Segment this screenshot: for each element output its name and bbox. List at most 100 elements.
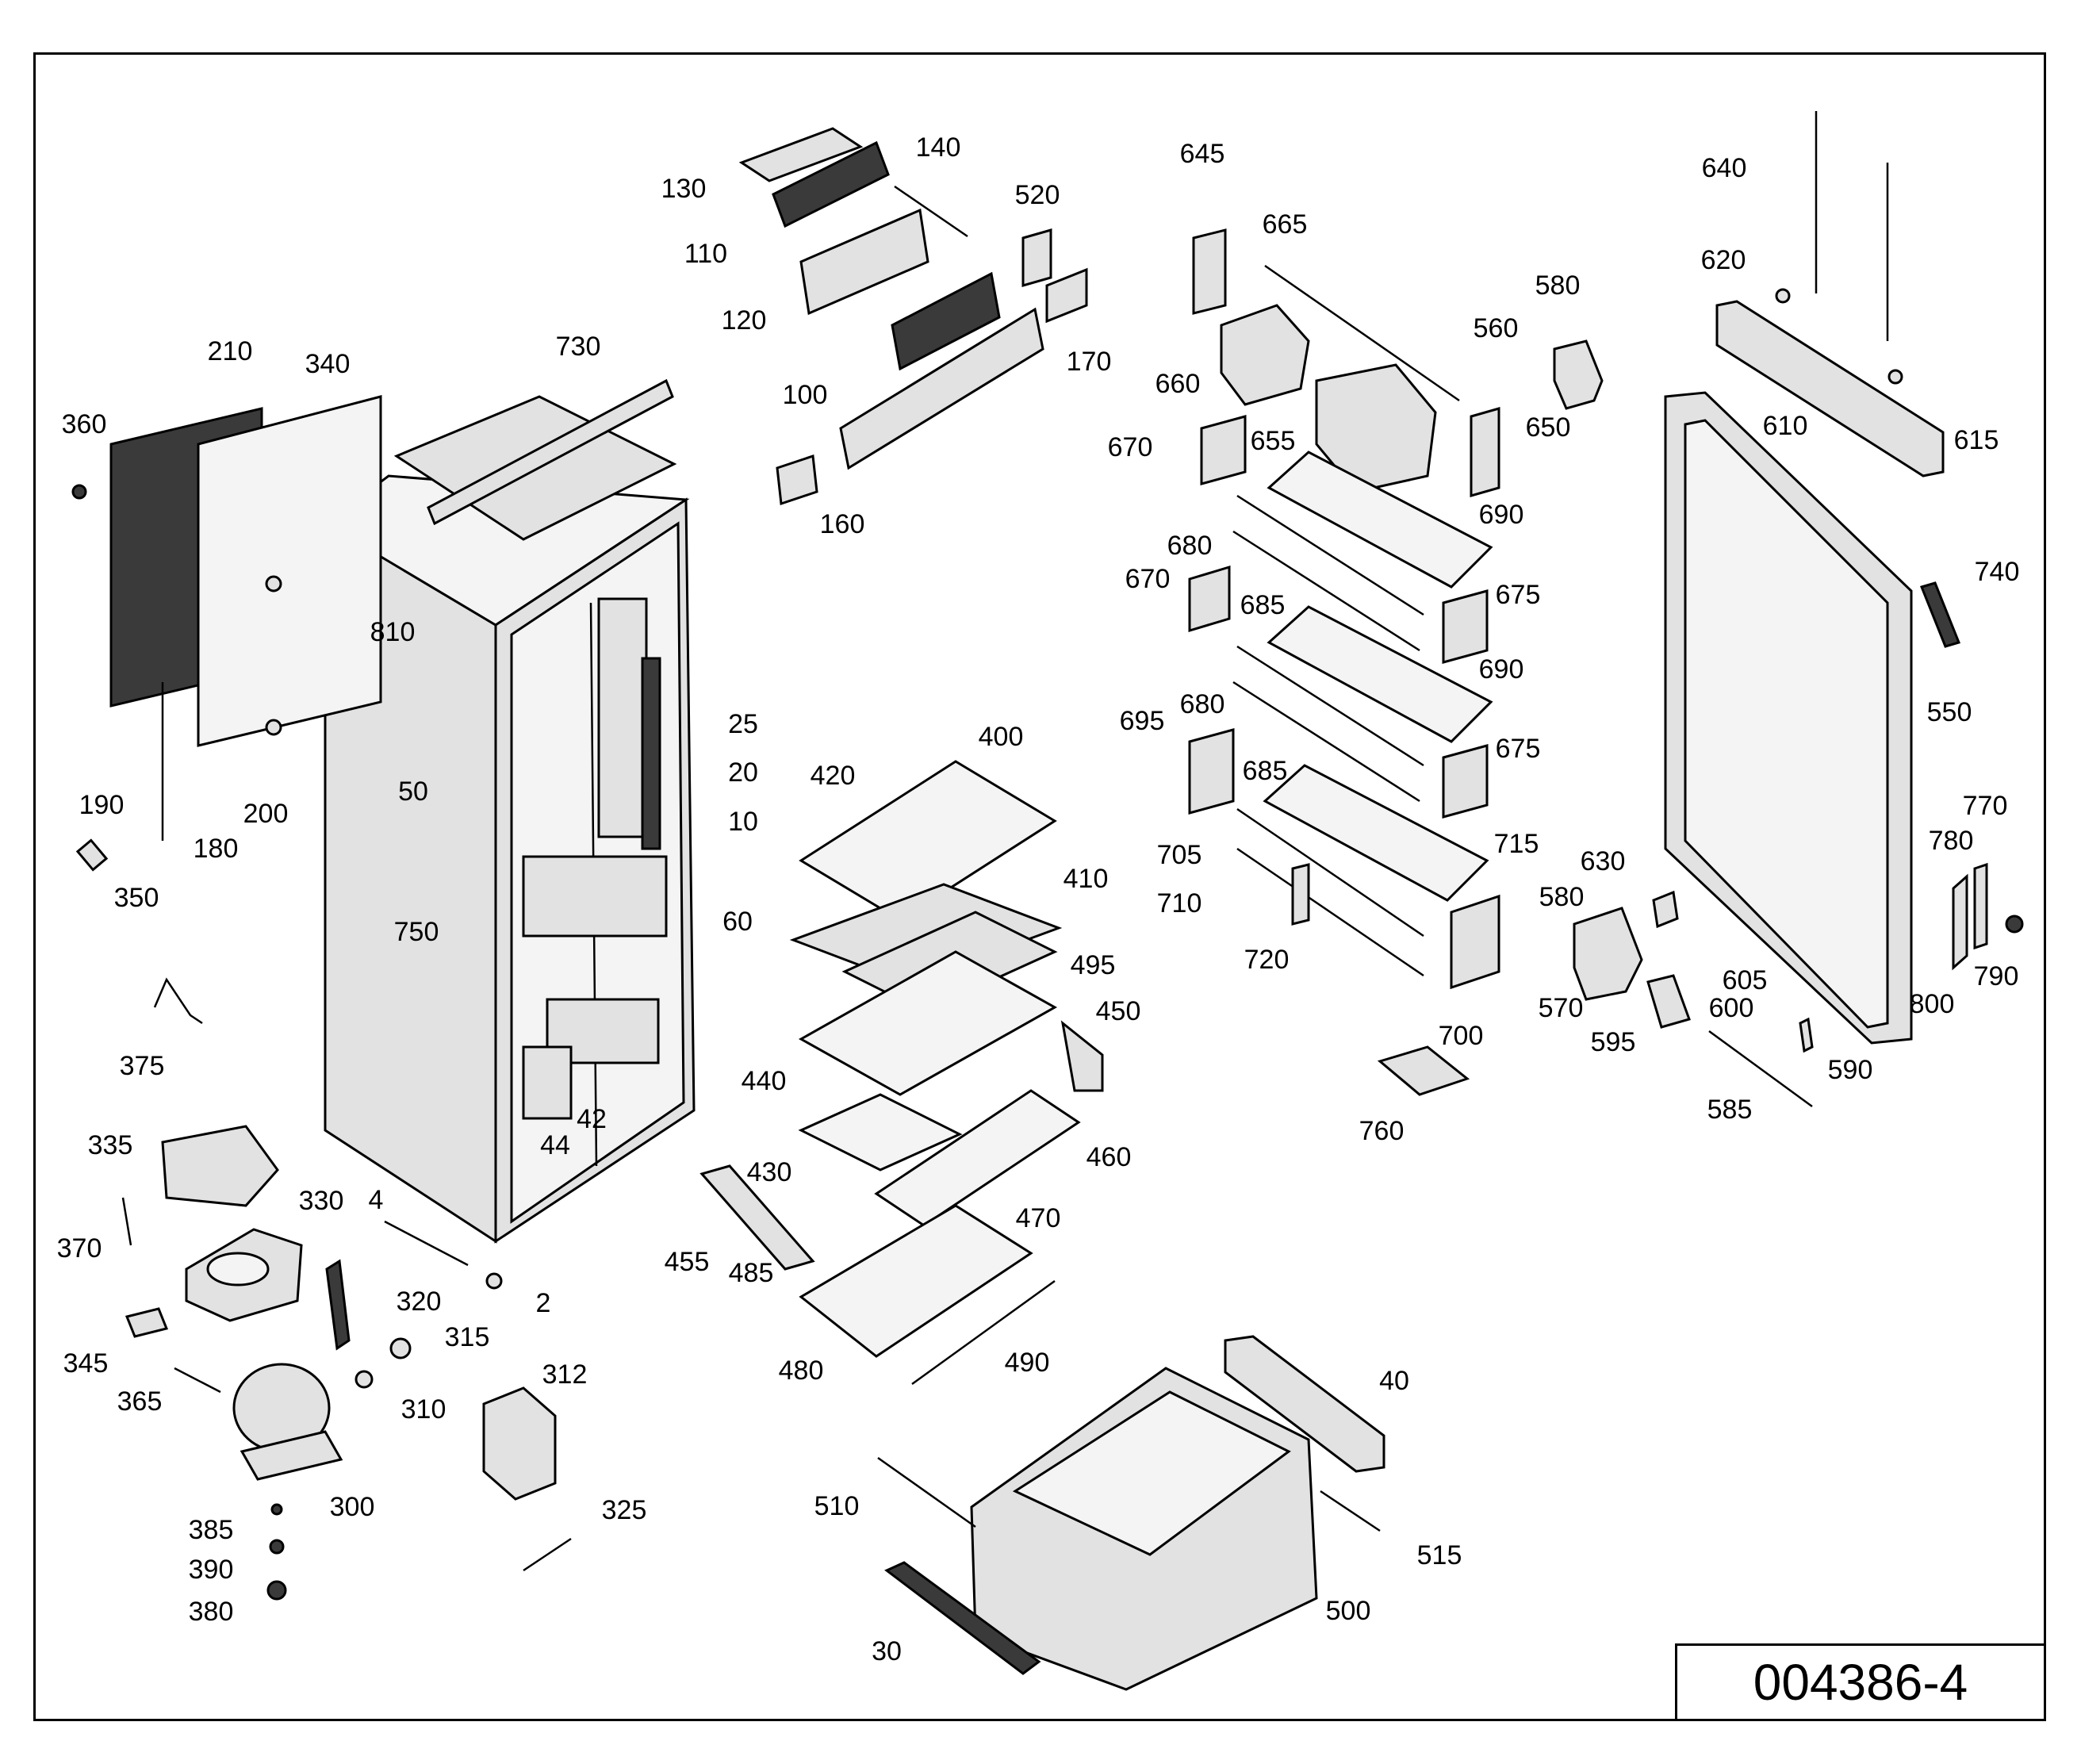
condenser: [71, 395, 382, 872]
part-callout-450: 450: [1096, 996, 1141, 1026]
part-callout-710: 710: [1157, 888, 1202, 918]
part-callout-470: 470: [1016, 1203, 1061, 1233]
part-callout-130: 130: [661, 174, 707, 204]
part-callout-50: 50: [398, 777, 428, 807]
part-callout-375: 375: [120, 1051, 165, 1081]
part-callout-190: 190: [79, 790, 125, 820]
part-callout-690: 690: [1479, 654, 1524, 685]
part-callout-680: 680: [1167, 531, 1213, 561]
part-callout-2: 2: [536, 1288, 551, 1318]
part-callout-685: 685: [1240, 590, 1286, 620]
part-callout-595: 595: [1591, 1027, 1636, 1057]
part-callout-42: 42: [577, 1104, 607, 1134]
part-callout-740: 740: [1975, 557, 2020, 587]
part-callout-570: 570: [1539, 993, 1584, 1023]
part-callout-580: 580: [1539, 882, 1585, 912]
callout-labels: 1301401105201201701001606456656606556705…: [57, 132, 2020, 1666]
part-callout-690: 690: [1479, 500, 1524, 530]
part-callout-670: 670: [1125, 564, 1171, 594]
part-callout-380: 380: [189, 1597, 234, 1627]
part-callout-590: 590: [1828, 1055, 1873, 1085]
part-callout-665: 665: [1263, 209, 1308, 240]
part-callout-60: 60: [722, 907, 753, 937]
part-callout-790: 790: [1974, 961, 2019, 991]
part-callout-675: 675: [1496, 734, 1541, 764]
part-callout-455: 455: [665, 1247, 710, 1277]
part-callout-705: 705: [1157, 840, 1202, 870]
part-callout-750: 750: [394, 917, 439, 947]
part-callout-460: 460: [1086, 1142, 1132, 1172]
shelves-and-bins: [1188, 228, 1500, 1096]
part-callout-700: 700: [1439, 1021, 1484, 1051]
part-callout-650: 650: [1526, 412, 1571, 443]
cabinet-body: [323, 378, 696, 1244]
part-callout-730: 730: [556, 332, 601, 362]
diagram-code: 004386-4: [1753, 1654, 1968, 1711]
part-callout-390: 390: [189, 1555, 234, 1585]
part-callout-330: 330: [299, 1186, 344, 1216]
part-callout-120: 120: [722, 305, 767, 336]
part-callout-345: 345: [63, 1348, 109, 1379]
part-callout-340: 340: [305, 349, 351, 379]
part-callout-312: 312: [542, 1359, 588, 1390]
part-callout-620: 620: [1701, 245, 1746, 275]
part-callout-810: 810: [370, 617, 416, 647]
part-callout-800: 800: [1910, 989, 1955, 1019]
part-callout-100: 100: [783, 380, 828, 410]
part-callout-630: 630: [1581, 846, 1626, 876]
part-callout-720: 720: [1244, 945, 1290, 975]
part-callout-695: 695: [1120, 706, 1165, 736]
part-callout-10: 10: [728, 807, 758, 837]
compressor-group: [121, 977, 572, 1601]
part-callout-645: 645: [1180, 139, 1225, 169]
part-callout-210: 210: [208, 336, 253, 366]
part-callout-680: 680: [1180, 689, 1225, 719]
part-callout-400: 400: [979, 722, 1024, 752]
part-callout-670: 670: [1108, 432, 1153, 462]
part-callout-370: 370: [57, 1233, 102, 1264]
part-callout-585: 585: [1707, 1095, 1753, 1125]
part-callout-480: 480: [779, 1356, 824, 1386]
part-callout-160: 160: [820, 509, 865, 539]
part-callout-580: 580: [1535, 270, 1581, 301]
part-callout-560: 560: [1474, 313, 1519, 343]
part-callout-655: 655: [1251, 426, 1296, 456]
part-callout-515: 515: [1417, 1540, 1462, 1570]
part-callout-780: 780: [1929, 826, 1974, 856]
part-callout-410: 410: [1063, 864, 1109, 894]
part-callout-550: 550: [1927, 697, 1972, 727]
part-callout-495: 495: [1071, 950, 1116, 980]
part-callout-715: 715: [1494, 829, 1539, 859]
part-callout-25: 25: [728, 709, 758, 739]
door: [1553, 111, 2024, 1108]
part-callout-610: 610: [1763, 411, 1808, 441]
part-callout-440: 440: [742, 1066, 787, 1096]
part-callout-325: 325: [602, 1495, 647, 1525]
part-callout-335: 335: [88, 1130, 133, 1160]
part-callout-675: 675: [1496, 580, 1541, 610]
part-callout-200: 200: [243, 799, 289, 829]
part-callout-770: 770: [1963, 791, 2008, 821]
part-callout-430: 430: [747, 1157, 792, 1187]
part-callout-310: 310: [401, 1394, 446, 1425]
part-callout-660: 660: [1155, 369, 1201, 399]
part-callout-510: 510: [814, 1491, 860, 1521]
part-callout-140: 140: [916, 132, 961, 163]
part-callout-180: 180: [194, 834, 239, 864]
part-callout-500: 500: [1326, 1596, 1371, 1626]
part-callout-20: 20: [728, 757, 758, 788]
part-callout-30: 30: [872, 1636, 902, 1666]
part-callout-110: 110: [684, 239, 727, 269]
part-callout-600: 600: [1709, 993, 1754, 1023]
crisper-and-glass: [699, 760, 1385, 1691]
part-callout-170: 170: [1067, 347, 1112, 377]
part-callout-4: 4: [369, 1185, 384, 1215]
part-callout-385: 385: [189, 1515, 234, 1545]
part-callout-605: 605: [1723, 965, 1768, 995]
part-callout-40: 40: [1379, 1366, 1409, 1396]
part-callout-420: 420: [811, 761, 856, 791]
control-electronics: [738, 127, 1088, 506]
part-callout-315: 315: [445, 1322, 490, 1352]
diagram-code-box: 004386-4: [1675, 1643, 2046, 1721]
